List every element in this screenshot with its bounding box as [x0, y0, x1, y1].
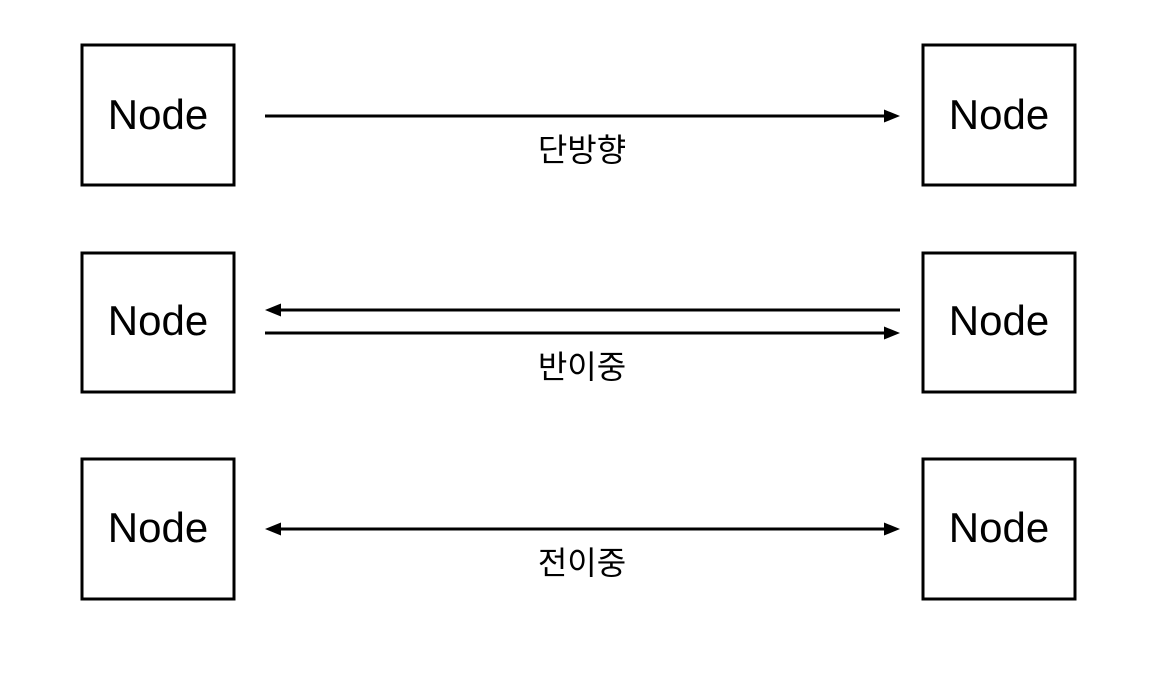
half-duplex-arrow-left [265, 303, 900, 317]
edge-label-full-duplex: 전이중 [538, 544, 626, 582]
left-node: Node [80, 43, 236, 187]
left-node: Node [80, 251, 236, 394]
right-node: Node [921, 251, 1077, 394]
arrow-head-left [265, 303, 281, 317]
right-node-label: Node [949, 504, 1049, 551]
arrow-head-right [884, 326, 900, 340]
left-node-label: Node [108, 504, 208, 551]
right-node-label: Node [949, 91, 1049, 138]
half-duplex-arrow-right [265, 326, 900, 340]
arrow-head-left [265, 522, 281, 536]
right-node: Node [921, 457, 1077, 601]
full-duplex-arrow [265, 522, 900, 536]
one-way-arrow [265, 109, 900, 123]
row-half-duplex: Node 반이중 Node [80, 251, 1077, 394]
left-node-label: Node [108, 297, 208, 344]
edge-label-half-duplex: 반이중 [538, 348, 626, 386]
arrow-head-right [884, 109, 900, 123]
arrow-head-right [884, 522, 900, 536]
left-node-label: Node [108, 91, 208, 138]
right-node-label: Node [949, 297, 1049, 344]
row-full-duplex: Node 전이중 Node [80, 457, 1077, 601]
right-node: Node [921, 43, 1077, 187]
row-one-way: Node 단방향 Node [80, 43, 1077, 187]
edge-label-one-way: 단방향 [538, 131, 626, 169]
left-node: Node [80, 457, 236, 601]
